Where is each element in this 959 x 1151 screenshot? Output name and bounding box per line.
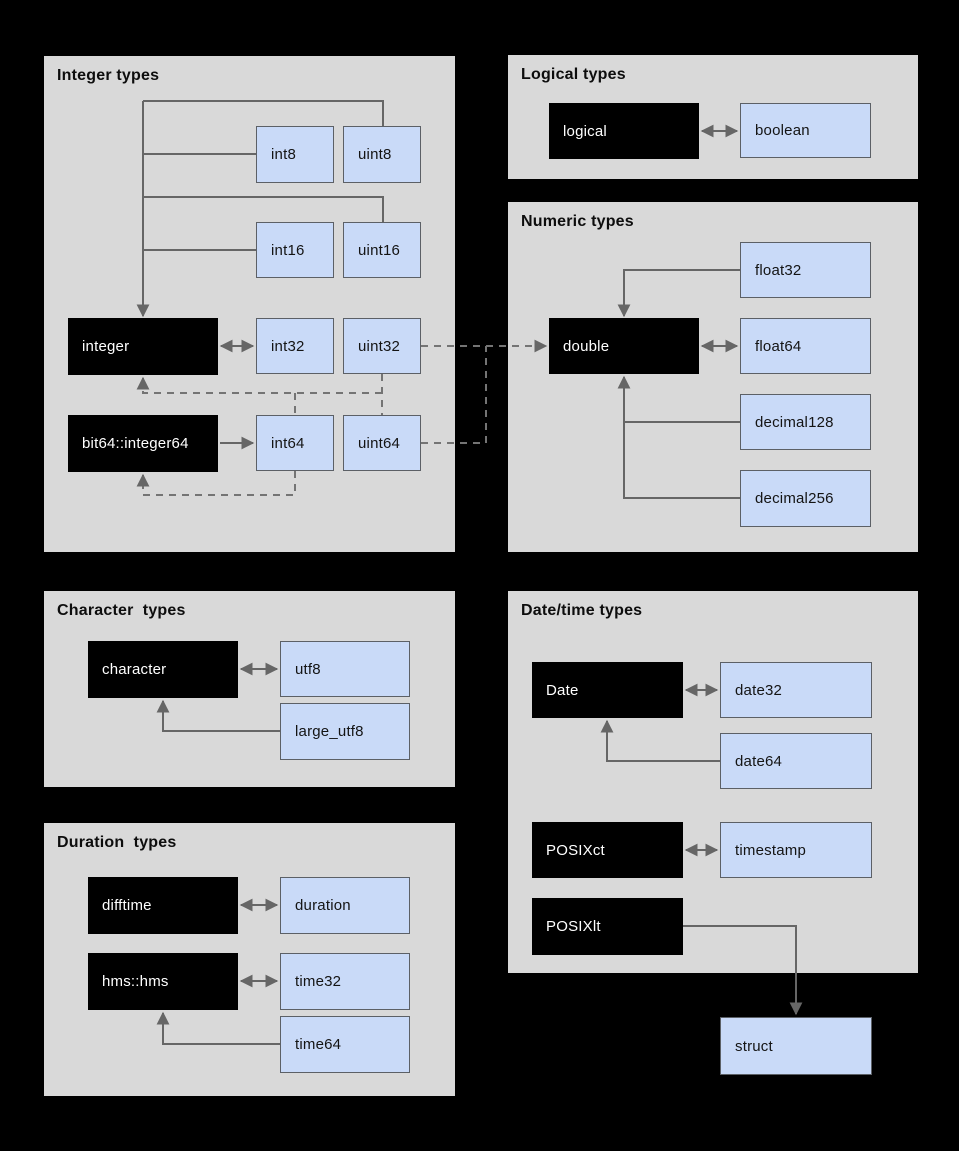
panel-title-character-types: Character types (57, 602, 186, 619)
node-date32: date32 (720, 662, 872, 718)
node-label-uint64: uint64 (358, 434, 401, 452)
node-label-int64: int64 (271, 434, 305, 452)
node-label-time32: time32 (295, 973, 342, 990)
node-uint64: uint64 (343, 415, 421, 471)
node-label-date: Date (546, 681, 579, 699)
node-integer: integer (68, 318, 218, 375)
panel-title-numeric-types: Numeric types (521, 213, 634, 230)
node-label-decimal128: decimal128 (755, 413, 834, 431)
node-label-double: double (563, 337, 610, 355)
node-posixct: POSIXct (532, 822, 683, 878)
node-int32: int32 (256, 318, 334, 374)
node-logical: logical (549, 103, 699, 159)
node-bit64-integer64: bit64::integer64 (68, 415, 218, 472)
node-posixlt: POSIXlt (532, 898, 683, 955)
node-label-uint8: uint8 (358, 146, 392, 163)
node-large_utf8: large_utf8 (280, 703, 410, 760)
panel-title-duration-types: Duration types (57, 834, 177, 851)
node-label-int32: int32 (271, 337, 305, 355)
node-label-large_utf8: large_utf8 (295, 723, 364, 740)
node-hms-hms: hms::hms (88, 953, 238, 1010)
node-uint8: uint8 (343, 126, 421, 183)
node-int64: int64 (256, 415, 334, 471)
node-label-uint16: uint16 (358, 241, 401, 259)
node-difftime: difftime (88, 877, 238, 934)
node-label-utf8: utf8 (295, 660, 321, 678)
node-decimal128: decimal128 (740, 394, 871, 450)
node-label-date64: date64 (735, 752, 783, 770)
node-date64: date64 (720, 733, 872, 789)
node-boolean: boolean (740, 103, 871, 158)
node-uint32: uint32 (343, 318, 421, 374)
node-time64: time64 (280, 1016, 410, 1073)
node-label-logical: logical (563, 122, 607, 140)
node-int16: int16 (256, 222, 334, 278)
node-duration: duration (280, 877, 410, 934)
node-label-posixlt: POSIXlt (546, 918, 601, 935)
panel-title-logical-types: Logical types (521, 66, 626, 83)
node-label-hms-hms: hms::hms (102, 973, 169, 990)
node-label-decimal256: decimal256 (755, 490, 834, 507)
node-label-timestamp: timestamp (735, 841, 806, 859)
node-double: double (549, 318, 699, 374)
node-float64: float64 (740, 318, 871, 374)
node-label-difftime: difftime (102, 897, 152, 914)
node-character: character (88, 641, 238, 698)
node-struct: struct (720, 1017, 872, 1075)
node-label-time64: time64 (295, 1036, 342, 1053)
node-label-date32: date32 (735, 681, 783, 699)
node-label-duration: duration (295, 897, 351, 914)
node-label-float32: float32 (755, 261, 802, 279)
node-label-integer: integer (82, 338, 130, 355)
node-time32: time32 (280, 953, 410, 1010)
panel-title-integer-types: Integer types (57, 67, 160, 84)
node-int8: int8 (256, 126, 334, 183)
node-date: Date (532, 662, 683, 718)
node-label-uint32: uint32 (358, 337, 401, 355)
node-label-posixct: POSIXct (546, 841, 605, 859)
node-utf8: utf8 (280, 641, 410, 697)
panel-title-datetime-types: Date/time types (521, 602, 643, 619)
node-label-boolean: boolean (755, 122, 810, 139)
node-label-int8: int8 (271, 146, 296, 163)
node-label-character: character (102, 661, 167, 678)
node-label-bit64-integer64: bit64::integer64 (82, 435, 189, 452)
node-label-float64: float64 (755, 337, 802, 355)
node-label-struct: struct (735, 1037, 773, 1055)
node-label-int16: int16 (271, 241, 305, 259)
node-decimal256: decimal256 (740, 470, 871, 527)
node-float32: float32 (740, 242, 871, 298)
node-timestamp: timestamp (720, 822, 872, 878)
node-uint16: uint16 (343, 222, 421, 278)
